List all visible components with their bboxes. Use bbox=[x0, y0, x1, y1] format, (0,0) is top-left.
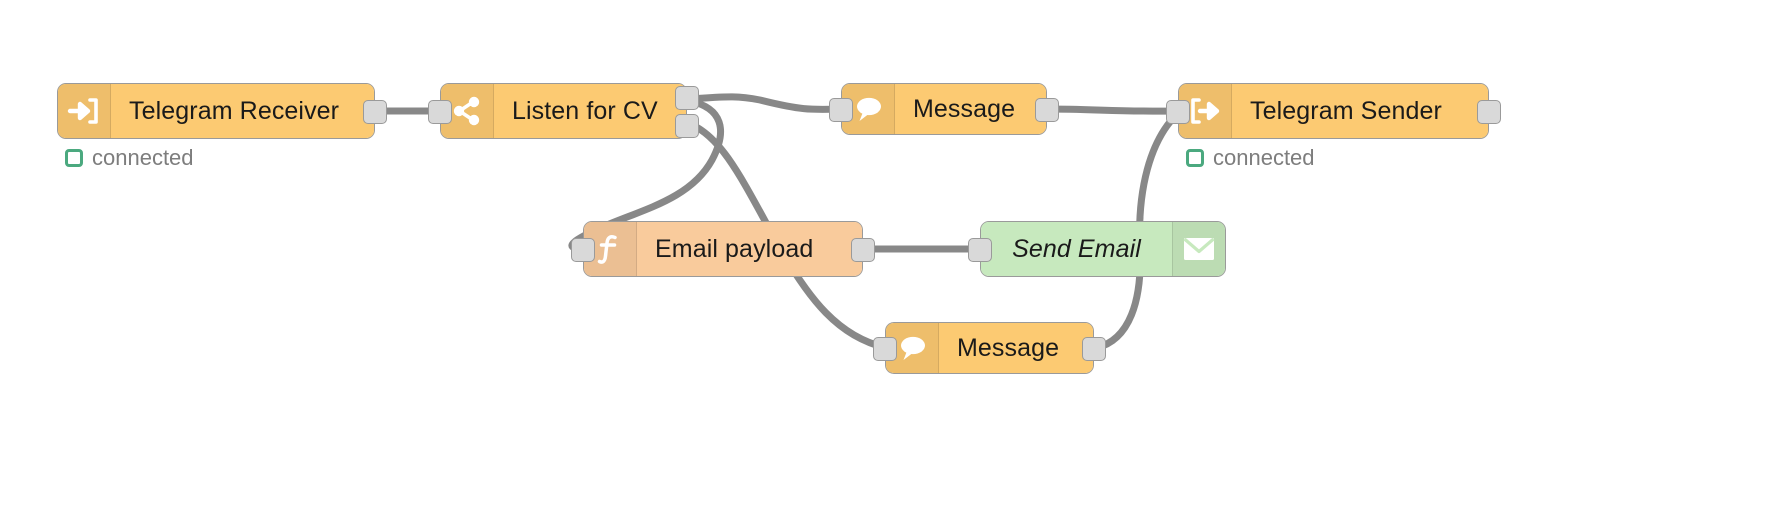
status-label: connected bbox=[92, 145, 194, 170]
output-port-0[interactable] bbox=[1035, 98, 1059, 122]
node-body: Send Email bbox=[981, 222, 1225, 276]
status-indicator-icon bbox=[1186, 149, 1204, 167]
node-body: Telegram Receiver bbox=[58, 84, 374, 138]
node-listen-for-cv[interactable]: Listen for CV bbox=[428, 83, 699, 139]
node-body: Listen for CV bbox=[441, 84, 686, 138]
input-port-0[interactable] bbox=[571, 238, 595, 262]
input-port-0[interactable] bbox=[873, 337, 897, 361]
node-label: Telegram Receiver bbox=[129, 96, 340, 125]
input-port-0[interactable] bbox=[829, 98, 853, 122]
node-label: Send Email bbox=[1012, 234, 1141, 263]
node-label: Message bbox=[913, 94, 1016, 123]
node-label: Email payload bbox=[655, 234, 814, 263]
speech-bubble-icon bbox=[886, 323, 939, 373]
node-label: Telegram Sender bbox=[1250, 96, 1442, 125]
output-port-1[interactable] bbox=[675, 114, 699, 138]
input-port-0[interactable] bbox=[968, 238, 992, 262]
node-body: Telegram Sender bbox=[1179, 84, 1488, 138]
wire-1[interactable] bbox=[686, 93, 845, 113]
envelope-icon bbox=[1172, 222, 1225, 276]
output-port-0[interactable] bbox=[363, 100, 387, 124]
node-body: Message bbox=[842, 84, 1046, 134]
output-port-0[interactable] bbox=[851, 238, 875, 262]
arrow-into-bracket-icon bbox=[58, 84, 111, 138]
input-port-0[interactable] bbox=[1166, 100, 1190, 124]
node-body: Email payload bbox=[584, 222, 862, 276]
node-message-top[interactable]: Message bbox=[829, 83, 1059, 135]
node-message-bottom[interactable]: Message bbox=[873, 322, 1106, 374]
wire-4[interactable] bbox=[1044, 105, 1182, 115]
node-telegram-receiver[interactable]: Telegram Receiver bbox=[57, 83, 387, 139]
status-label: connected bbox=[1213, 145, 1315, 170]
node-telegram-sender[interactable]: Telegram Sender bbox=[1166, 83, 1501, 139]
status-telegram-receiver: connected bbox=[65, 145, 194, 171]
input-port-0[interactable] bbox=[428, 100, 452, 124]
status-telegram-sender: connected bbox=[1186, 145, 1315, 171]
output-port-0[interactable] bbox=[675, 86, 699, 110]
node-body: Message bbox=[886, 323, 1093, 373]
node-label: Message bbox=[957, 333, 1060, 362]
node-email-payload[interactable]: Email payload bbox=[571, 221, 875, 277]
status-indicator-icon bbox=[65, 149, 83, 167]
output-port-0[interactable] bbox=[1082, 337, 1106, 361]
node-label: Listen for CV bbox=[512, 96, 658, 125]
output-port-0[interactable] bbox=[1477, 100, 1501, 124]
node-send-email[interactable]: Send Email bbox=[968, 221, 1226, 277]
